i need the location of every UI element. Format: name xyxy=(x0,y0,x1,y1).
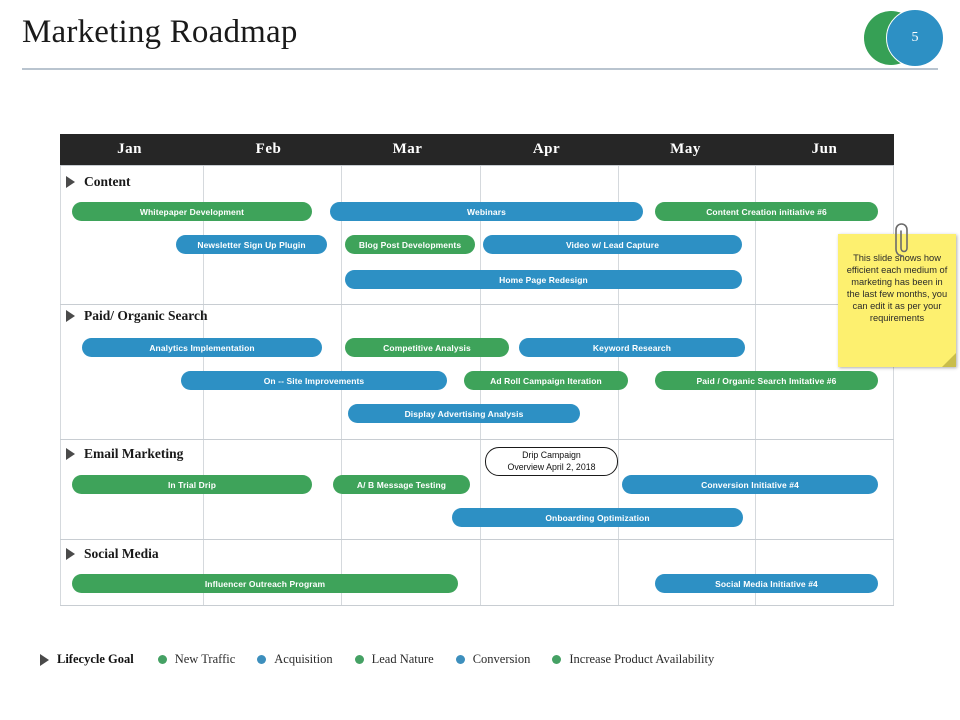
month-header-bar: Jan Feb Mar Apr May Jun xyxy=(60,134,894,165)
task-label: In Trial Drip xyxy=(167,479,217,490)
task-bar-keyword-research[interactable]: Keyword Research xyxy=(519,338,745,357)
task-label: Newsletter Sign Up Plugin xyxy=(197,239,306,250)
grid-line-right xyxy=(893,165,894,606)
badge-circle-blue: 5 xyxy=(886,9,944,67)
paperclip-icon xyxy=(895,223,908,257)
gantt-bottom-edge xyxy=(60,605,894,606)
section-header-content[interactable]: Content xyxy=(66,174,131,190)
month-header-feb: Feb xyxy=(255,141,282,157)
legend-item-increase-product-availability[interactable]: Increase Product Availability xyxy=(552,652,714,667)
task-bar-onboarding-optimization[interactable]: Onboarding Optimization xyxy=(452,508,743,527)
task-bar-blog-post-developments[interactable]: Blog Post Developments xyxy=(345,235,475,254)
month-header-may: May xyxy=(670,141,701,157)
legend-item-acquisition[interactable]: Acquisition xyxy=(257,652,333,667)
slide-number: 5 xyxy=(911,30,919,45)
legend-dot-icon xyxy=(455,655,465,664)
section-label-paid-organic-search: Paid/ Organic Search xyxy=(84,308,208,323)
task-label: Conversion Initiative #4 xyxy=(701,479,799,490)
expand-triangle-icon xyxy=(66,548,75,560)
month-header-jan: Jan xyxy=(117,141,142,157)
task-bar-competitive-analysis[interactable]: Competitive Analysis xyxy=(345,338,509,357)
legend-item-label: Lead Nature xyxy=(371,652,434,666)
task-bar-on-site-improvements[interactable]: On -- Site Improvements xyxy=(181,371,447,390)
legend-item-new-traffic[interactable]: New Traffic xyxy=(157,652,236,667)
legend-title: Lifecycle Goal xyxy=(40,652,134,667)
section-divider-email xyxy=(60,439,894,440)
task-label: Whitepaper Development xyxy=(139,206,245,217)
section-divider-content xyxy=(60,165,894,166)
section-header-social-media[interactable]: Social Media xyxy=(66,546,159,562)
legend-item-conversion[interactable]: Conversion xyxy=(455,652,531,667)
month-header-mar: Mar xyxy=(392,141,423,157)
task-label: Influencer Outreach Program xyxy=(204,578,326,589)
legend-title-label: Lifecycle Goal xyxy=(57,652,134,666)
task-label: Webinars xyxy=(467,206,506,217)
task-bar-newsletter-sign-up-plugin[interactable]: Newsletter Sign Up Plugin xyxy=(176,235,327,254)
legend-item-label: Increase Product Availability xyxy=(569,652,715,666)
task-bar-whitepaper-development[interactable]: Whitepaper Development xyxy=(72,202,312,221)
task-label: A/ B Message Testing xyxy=(356,479,447,490)
task-bar-social-media-initiative-4[interactable]: Social Media Initiative #4 xyxy=(655,574,878,593)
section-label-social-media: Social Media xyxy=(84,546,159,561)
task-bar-in-trial-drip[interactable]: In Trial Drip xyxy=(72,475,312,494)
task-bar-video-w-lead-capture[interactable]: Video w/ Lead Capture xyxy=(483,235,742,254)
task-bar-influencer-outreach-program[interactable]: Influencer Outreach Program xyxy=(72,574,458,593)
section-divider-social xyxy=(60,539,894,540)
expand-triangle-icon xyxy=(66,176,75,188)
roadmap-gantt-chart: Jan Feb Mar Apr May Jun Content Whitepap… xyxy=(60,134,894,606)
task-bar-ad-roll-campaign-iteration[interactable]: Ad Roll Campaign Iteration xyxy=(464,371,628,390)
task-bar-paid-organic-search-imitative-6[interactable]: Paid / Organic Search Imitative #6 xyxy=(655,371,878,390)
legend: Lifecycle Goal New Traffic Acquisition L… xyxy=(40,652,736,667)
expand-triangle-icon xyxy=(66,310,75,322)
title-divider xyxy=(22,68,938,70)
section-label-content: Content xyxy=(84,174,131,189)
legend-dot-icon xyxy=(257,655,267,664)
sticky-note-text: This slide shows how efficient each medi… xyxy=(846,253,948,324)
task-label: Video w/ Lead Capture xyxy=(565,239,660,250)
task-bar-analytics-implementation[interactable]: Analytics Implementation xyxy=(82,338,322,357)
task-label: Home Page Redesign xyxy=(499,274,588,285)
task-label: Ad Roll Campaign Iteration xyxy=(490,375,602,386)
legend-dot-icon xyxy=(552,655,562,664)
task-label: Paid / Organic Search Imitative #6 xyxy=(696,375,837,386)
grid-line-left xyxy=(60,165,61,606)
page-title: Marketing Roadmap xyxy=(22,14,298,50)
legend-item-label: Acquisition xyxy=(274,652,333,666)
drip-campaign-callout[interactable]: Drip Campaign Overview April 2, 2018 xyxy=(485,447,618,476)
sticky-note[interactable]: This slide shows how efficient each medi… xyxy=(838,234,956,367)
task-bar-home-page-redesign[interactable]: Home Page Redesign xyxy=(345,270,742,289)
task-bar-ab-message-testing[interactable]: A/ B Message Testing xyxy=(333,475,470,494)
sticky-note-fold xyxy=(942,353,956,367)
task-label: Social Media Initiative #4 xyxy=(715,578,818,589)
task-label: Competitive Analysis xyxy=(383,342,471,353)
legend-triangle-icon xyxy=(40,653,49,666)
legend-item-lead-nature[interactable]: Lead Nature xyxy=(354,652,434,667)
task-label: Display Advertising Analysis xyxy=(404,408,524,419)
section-header-email-marketing[interactable]: Email Marketing xyxy=(66,446,183,462)
slide-header: Marketing Roadmap 5 xyxy=(0,0,960,78)
task-label: Content Creation initiative #6 xyxy=(706,206,827,217)
task-label: Onboarding Optimization xyxy=(545,512,650,523)
task-label: Keyword Research xyxy=(592,342,672,353)
task-label: Blog Post Developments xyxy=(358,239,462,250)
legend-item-label: Conversion xyxy=(472,652,531,666)
slide-number-badge: 5 xyxy=(864,8,944,68)
month-header-jun: Jun xyxy=(811,141,838,157)
expand-triangle-icon xyxy=(66,448,75,460)
task-bar-webinars[interactable]: Webinars xyxy=(330,202,643,221)
legend-item-label: New Traffic xyxy=(174,652,236,666)
section-divider-paid-organic xyxy=(60,304,894,305)
callout-line-2: Overview April 2, 2018 xyxy=(507,461,596,472)
section-header-paid-organic-search[interactable]: Paid/ Organic Search xyxy=(66,308,208,324)
task-bar-display-advertising-analysis[interactable]: Display Advertising Analysis xyxy=(348,404,580,423)
section-label-email-marketing: Email Marketing xyxy=(84,446,184,461)
task-bar-conversion-initiative-4[interactable]: Conversion Initiative #4 xyxy=(622,475,878,494)
legend-dot-icon xyxy=(354,655,364,664)
task-bar-content-creation-initiative-6[interactable]: Content Creation initiative #6 xyxy=(655,202,878,221)
callout-line-1: Drip Campaign xyxy=(522,449,581,460)
task-label: Analytics Implementation xyxy=(149,342,255,353)
month-header-apr: Apr xyxy=(532,141,561,157)
task-label: On -- Site Improvements xyxy=(263,375,365,386)
legend-dot-icon xyxy=(157,655,167,664)
